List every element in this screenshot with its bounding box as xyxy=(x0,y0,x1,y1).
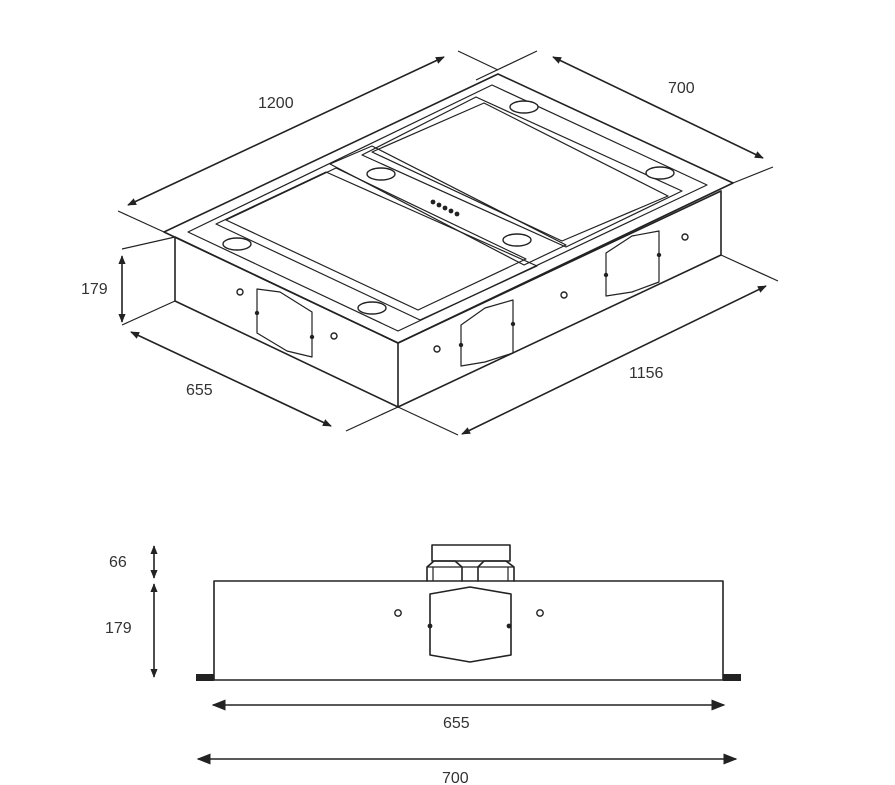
mount-hole xyxy=(681,233,689,241)
dim-label-1156: 1156 xyxy=(629,365,664,382)
control-button-dot xyxy=(442,205,448,211)
iso-side-panel-left xyxy=(256,288,313,358)
dim-line-1200 xyxy=(127,56,445,206)
dim-label-1200: 1200 xyxy=(258,95,294,112)
iso-top-flange-inner xyxy=(187,84,708,332)
iso-control-strip xyxy=(329,145,567,266)
mount-hole xyxy=(394,609,402,617)
dim-label-179-front: 179 xyxy=(105,620,132,637)
mount-hole xyxy=(536,609,544,617)
front-view: 66 179 655 700 xyxy=(105,544,741,785)
control-button-dot xyxy=(454,211,460,217)
dim-label-655-iso: 655 xyxy=(186,382,213,399)
dim-label-66: 66 xyxy=(109,554,127,571)
control-button-dot xyxy=(448,208,454,214)
dim-label-655-front: 655 xyxy=(443,715,470,732)
front-body xyxy=(213,580,724,681)
dim-line-1156 xyxy=(461,285,767,435)
front-flange-right xyxy=(723,674,741,681)
mount-hole xyxy=(236,288,244,296)
iso-filter-panel-right xyxy=(361,96,683,248)
control-button-dot xyxy=(436,202,442,208)
front-flange-left xyxy=(196,674,214,681)
front-center-panel xyxy=(429,586,512,663)
control-button-dot xyxy=(430,199,436,205)
dim-line-655-iso xyxy=(130,331,332,427)
mount-hole xyxy=(560,291,568,299)
mount-hole xyxy=(433,345,441,353)
dim-line-700-top xyxy=(552,56,764,159)
iso-filter-panel-left xyxy=(215,167,538,321)
dim-label-179-iso: 179 xyxy=(81,281,108,298)
dim-label-700-top: 700 xyxy=(668,80,695,97)
mount-hole xyxy=(330,332,338,340)
dim-label-700-front: 700 xyxy=(442,770,469,785)
front-outlet-collar xyxy=(431,544,511,562)
isometric-view: 1200 700 179 655 1156 xyxy=(81,50,779,436)
